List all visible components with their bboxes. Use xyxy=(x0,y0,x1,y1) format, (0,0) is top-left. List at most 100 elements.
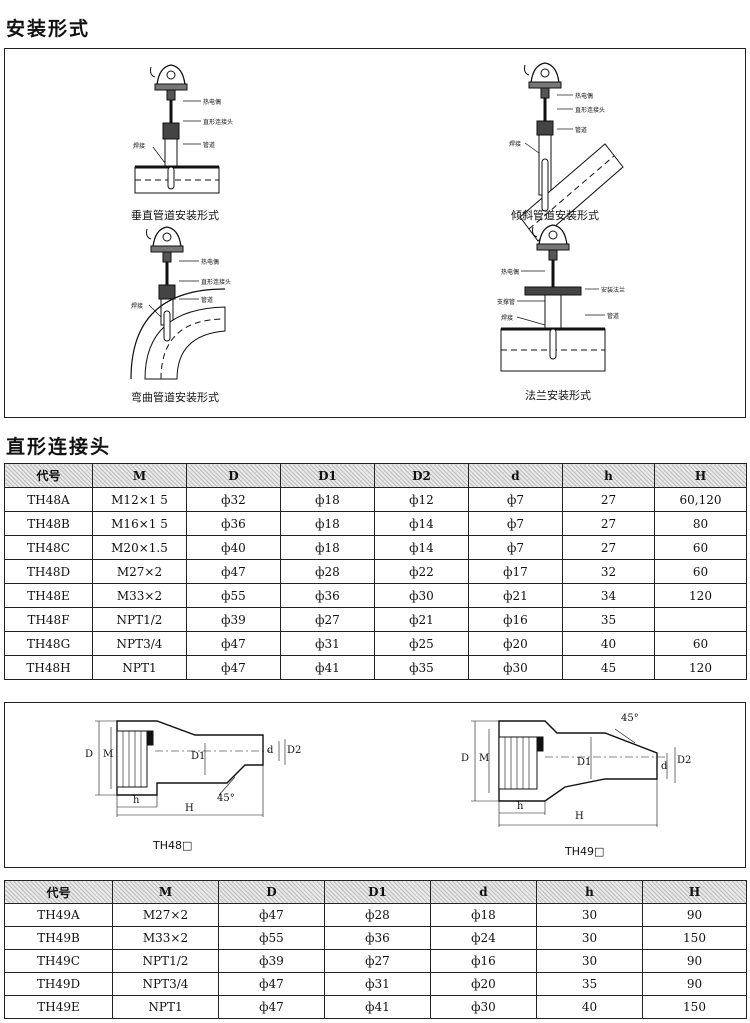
th48-dim-D: D xyxy=(85,749,94,760)
th48-cell: ф14 xyxy=(374,511,469,536)
diagram1-label-1: 直形连接头 xyxy=(203,119,234,126)
th48-cell: ф7 xyxy=(468,511,563,536)
th49-cell: ф27 xyxy=(324,949,431,973)
th48-cell: M12×1 5 xyxy=(92,487,187,512)
th48-cell: ф36 xyxy=(186,511,281,536)
th48-cell: 120 xyxy=(654,583,747,608)
diagram4-label-1: 安装法兰 xyxy=(601,287,626,294)
th48-cell: 34 xyxy=(562,583,655,608)
th48-cell: ф47 xyxy=(186,631,281,656)
th48-cell: ф20 xyxy=(468,631,563,656)
th49-header-row: 代号 M D D1 d h H xyxy=(4,880,747,904)
diagram2-caption: 倾斜管道安装形式 xyxy=(511,209,599,222)
th49-cell: ф55 xyxy=(218,926,325,950)
th49-cell: TH49E xyxy=(4,995,113,1019)
th48-cell: ф17 xyxy=(468,559,563,584)
th48-cell: ф16 xyxy=(468,607,563,632)
th48-cell: 40 xyxy=(562,631,655,656)
th48-cell: TH48E xyxy=(4,583,93,608)
diagram1-label-3: 管道 xyxy=(203,142,216,149)
th48-cell: TH48F xyxy=(4,607,93,632)
th49-cell: 35 xyxy=(536,972,643,996)
th48-caption: TH48□ xyxy=(153,839,193,852)
th48-cell: 27 xyxy=(562,535,655,560)
th49-cell: ф28 xyxy=(324,903,431,927)
th48-dim-D1: D1 xyxy=(191,751,206,762)
install-diagrams-svg xyxy=(130,62,624,380)
diagram4-label-4: 管道 xyxy=(607,313,620,320)
th48-header-d: D xyxy=(186,463,281,488)
th49-dim-d: d xyxy=(661,761,668,772)
install-diagrams-panel: 热电偶 直形连接头 焊接 管道 垂直管道安装形式 热电偶 直形连接头 管道 焊接… xyxy=(4,48,746,418)
th49-header-m: M xyxy=(112,880,219,904)
th48-cell: ф18 xyxy=(280,487,375,512)
th49-cell: ф20 xyxy=(430,972,537,996)
th48-cell: 80 xyxy=(654,511,747,536)
diagram4-label-2: 支撑管 xyxy=(497,299,516,306)
diagram2-label-2: 管道 xyxy=(575,127,588,134)
th49-dim-h: h xyxy=(517,801,524,812)
diagram1-caption: 垂直管道安装形式 xyxy=(131,209,219,222)
inclined-pipe-diagram xyxy=(519,62,624,242)
th48-cell: ф18 xyxy=(280,535,375,560)
th48-cell: ф32 xyxy=(186,487,281,512)
th49-header-d1: D1 xyxy=(324,880,431,904)
th48-cell: ф30 xyxy=(374,583,469,608)
th48-cell: 60 xyxy=(654,535,747,560)
th48-cell: NPT3/4 xyxy=(92,631,187,656)
th48-cell: ф36 xyxy=(280,583,375,608)
th49-cell: TH49B xyxy=(4,926,113,950)
th49-cell: TH49D xyxy=(4,972,113,996)
th48-header-d-small: d xyxy=(468,463,563,488)
th48-dim-D2: D2 xyxy=(287,745,302,756)
th48-cell: M16×1 5 xyxy=(92,511,187,536)
th49-caption: TH49□ xyxy=(565,845,605,858)
th49-header-d-small: d xyxy=(430,880,537,904)
th48-cell: ф21 xyxy=(468,583,563,608)
th49-cell: 90 xyxy=(642,972,747,996)
th48-cell: M33×2 xyxy=(92,583,187,608)
th49-cell: TH49C xyxy=(4,949,113,973)
flange-diagram xyxy=(500,224,606,372)
th48-cell: ф30 xyxy=(468,655,563,680)
th48-cell: ф7 xyxy=(468,535,563,560)
th48-cell: M20×1.5 xyxy=(92,535,187,560)
th49-cell: ф47 xyxy=(218,995,325,1019)
th49-cell: 90 xyxy=(642,903,747,927)
install-section-title: 安装形式 xyxy=(6,18,91,40)
th48-cell: 60 xyxy=(654,631,747,656)
th48-dim-M: M xyxy=(103,749,114,760)
diagram4-label-0: 热电偶 xyxy=(501,269,520,276)
th49-cell: ф39 xyxy=(218,949,325,973)
th49-header-h: H xyxy=(642,880,747,904)
th48-cell: 60,120 xyxy=(654,487,747,512)
th48-cell: M27×2 xyxy=(92,559,187,584)
th49-dim-D: D xyxy=(461,753,470,764)
th48-cell: TH48B xyxy=(4,511,93,536)
th49-dim-H: H xyxy=(575,811,584,822)
th49-cell: 150 xyxy=(642,926,747,950)
th48-cell: 32 xyxy=(562,559,655,584)
th49-cell: NPT1 xyxy=(112,995,219,1019)
th48-header-code: 代号 xyxy=(4,463,93,488)
th48-cell: TH48H xyxy=(4,655,93,680)
th48-cell: ф14 xyxy=(374,535,469,560)
th49-cell: 30 xyxy=(536,903,643,927)
diagram2-label-1: 直形连接头 xyxy=(575,107,606,114)
th49-cell: M33×2 xyxy=(112,926,219,950)
th49-cell: TH49A xyxy=(4,903,113,927)
straight-connector-title: 直形连接头 xyxy=(6,436,112,458)
diagram3-label-0: 热电偶 xyxy=(201,259,220,266)
th48-cell: ф25 xyxy=(374,631,469,656)
th48-cell: 35 xyxy=(562,607,655,632)
th48-cell: TH48D xyxy=(4,559,93,584)
